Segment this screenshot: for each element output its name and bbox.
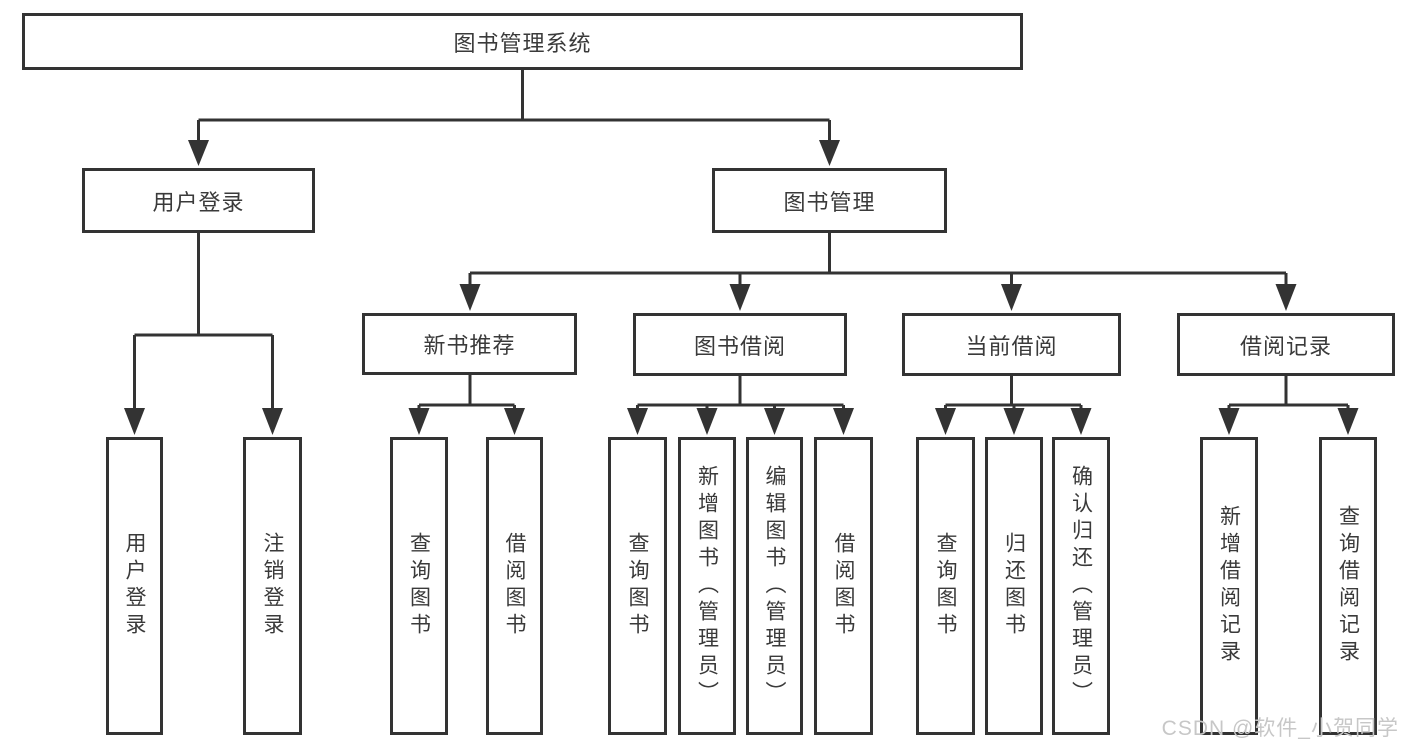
- node-borrowing-records: 借阅记录: [1177, 313, 1395, 376]
- leaf-logout: 注销登录: [243, 437, 302, 735]
- node-label: 查询图书: [626, 532, 649, 640]
- leaf-edit-book-admin: 编辑图书（管理员）: [746, 437, 803, 735]
- node-label: 借阅图书: [503, 532, 526, 640]
- leaf-query-books-borrowing: 查询图书: [608, 437, 667, 735]
- node-book-borrowing: 图书借阅: [633, 313, 847, 376]
- node-label: 用户登录: [123, 532, 146, 640]
- node-label: 编辑图书（管理员）: [763, 464, 786, 708]
- node-book-management: 图书管理: [712, 168, 947, 233]
- leaf-query-books-recommend: 查询图书: [390, 437, 448, 735]
- node-label: 确认归还（管理员）: [1069, 464, 1093, 708]
- leaf-borrow-books-recommend: 借阅图书: [486, 437, 543, 735]
- leaf-return-book: 归还图书: [985, 437, 1043, 735]
- csdn-watermark: CSDN @软件_小贺同学: [1161, 717, 1399, 740]
- node-label: 借阅图书: [832, 532, 855, 640]
- node-label: 图书管理: [783, 189, 876, 215]
- leaf-user-login: 用户登录: [106, 437, 163, 735]
- leaf-add-borrow-record: 新增借阅记录: [1200, 437, 1258, 735]
- leaf-borrow-books-borrowing: 借阅图书: [814, 437, 873, 735]
- node-current-borrowing: 当前借阅: [902, 313, 1121, 376]
- node-new-book-recommend: 新书推荐: [362, 313, 577, 375]
- node-label: 用户登录: [152, 189, 245, 215]
- node-label: 查询借阅记录: [1336, 505, 1360, 667]
- node-label: 归还图书: [1002, 532, 1026, 640]
- node-label: 当前借阅: [965, 333, 1058, 359]
- node-label: 借阅记录: [1239, 333, 1332, 359]
- node-label: 查询图书: [934, 532, 957, 640]
- node-label: 图书管理系统: [453, 30, 592, 56]
- node-label: 新增图书（管理员）: [695, 464, 719, 708]
- node-label: 新书推荐: [423, 333, 516, 358]
- node-label: 注销登录: [261, 532, 284, 640]
- leaf-query-books-current: 查询图书: [916, 437, 975, 735]
- leaf-confirm-return-admin: 确认归还（管理员）: [1052, 437, 1110, 735]
- node-label: 查询图书: [407, 532, 431, 640]
- node-root-system: 图书管理系统: [22, 13, 1023, 70]
- node-label: 图书借阅: [693, 333, 786, 359]
- leaf-query-borrow-record: 查询借阅记录: [1319, 437, 1377, 735]
- leaf-add-book-admin: 新增图书（管理员）: [678, 437, 736, 735]
- node-label: 新增借阅记录: [1217, 505, 1241, 667]
- node-user-login: 用户登录: [82, 168, 315, 233]
